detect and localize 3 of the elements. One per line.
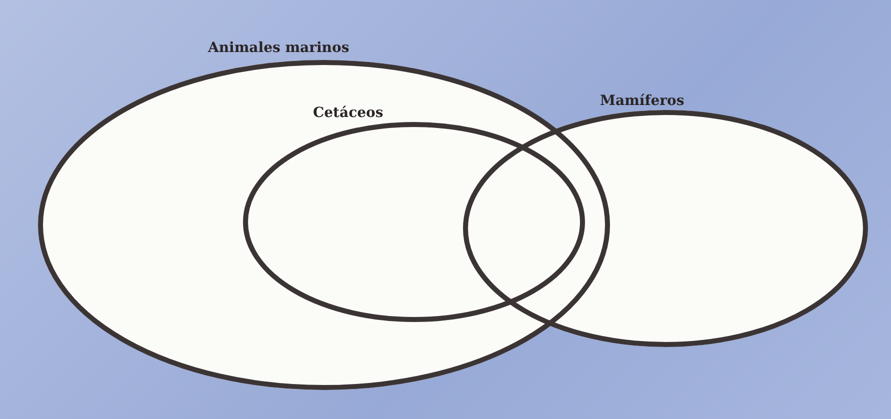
set-label: Cetáceos	[313, 105, 384, 121]
set-label: Mamíferos	[600, 93, 684, 109]
set-label: Animales marinos	[208, 40, 350, 56]
